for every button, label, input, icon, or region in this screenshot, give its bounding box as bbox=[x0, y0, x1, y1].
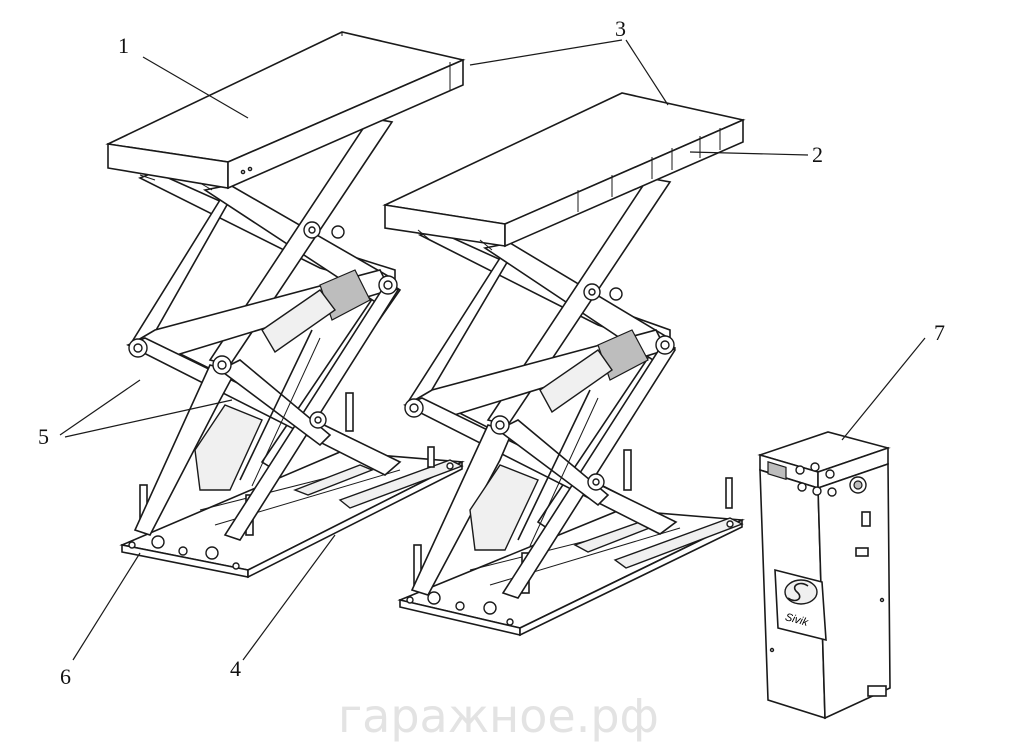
left-scissor-lower bbox=[126, 284, 402, 541]
left-platform bbox=[105, 31, 466, 191]
leader-lines bbox=[59, 39, 926, 661]
callout-3: 3 bbox=[615, 16, 626, 41]
callout-1: 1 bbox=[118, 33, 129, 58]
left-base-plate bbox=[119, 451, 465, 579]
right-platform bbox=[382, 92, 746, 251]
watermark-text: гаражное.рф bbox=[338, 689, 659, 743]
logo-emblem: Sivik bbox=[774, 568, 827, 642]
callout-5: 5 bbox=[38, 424, 49, 449]
right-lift bbox=[382, 92, 746, 637]
control-unit: Sivik bbox=[757, 431, 891, 720]
callout-7: 7 bbox=[934, 320, 945, 345]
left-lift bbox=[105, 31, 466, 579]
callout-6: 6 bbox=[60, 664, 71, 689]
callout-labels: 1 3 2 7 5 6 4 bbox=[38, 16, 945, 689]
right-hydraulic-cylinder bbox=[469, 329, 649, 551]
right-pivot-joints bbox=[404, 283, 675, 491]
logo-text: Sivik bbox=[784, 611, 810, 629]
left-pivot-joints bbox=[128, 221, 398, 429]
callout-4: 4 bbox=[230, 656, 241, 681]
right-base-plate bbox=[397, 509, 745, 637]
right-scissor-lower bbox=[403, 344, 678, 599]
left-hydraulic-cylinder bbox=[194, 269, 371, 491]
callout-2: 2 bbox=[812, 142, 823, 167]
